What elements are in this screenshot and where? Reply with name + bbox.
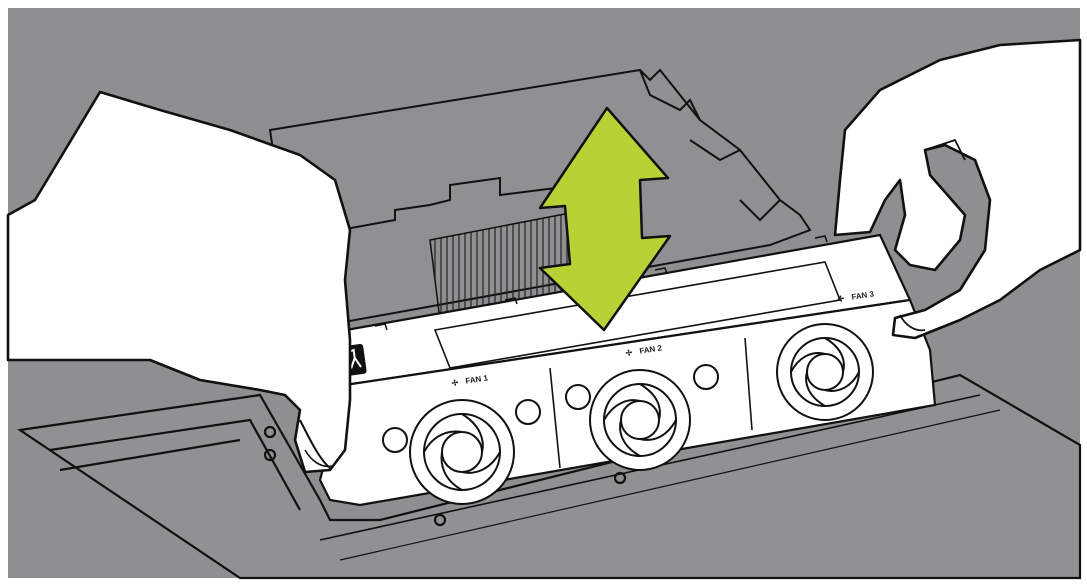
- fan-icon: ✢: [625, 348, 633, 358]
- fan-1: [382, 399, 541, 505]
- fan-label-2: ✢ FAN 2: [625, 343, 663, 358]
- svg-text:FAN 1: FAN 1: [465, 373, 489, 386]
- chassis-interior: [268, 68, 812, 332]
- fan-2: [565, 364, 719, 471]
- fan-3: [776, 323, 874, 421]
- left-hand: [6, 90, 352, 474]
- fan-label-1: ✢ FAN 1: [451, 373, 489, 388]
- fan-icon: ✢: [451, 378, 459, 388]
- right-hand: [833, 38, 1082, 340]
- double-headed-vertical-arrow-icon: [538, 106, 672, 332]
- fan-label-3: ✢ FAN 3: [837, 289, 875, 304]
- svg-text:FAN 3: FAN 3: [851, 289, 875, 302]
- fan-icon: ✢: [837, 294, 845, 304]
- svg-text:FAN 2: FAN 2: [639, 343, 663, 356]
